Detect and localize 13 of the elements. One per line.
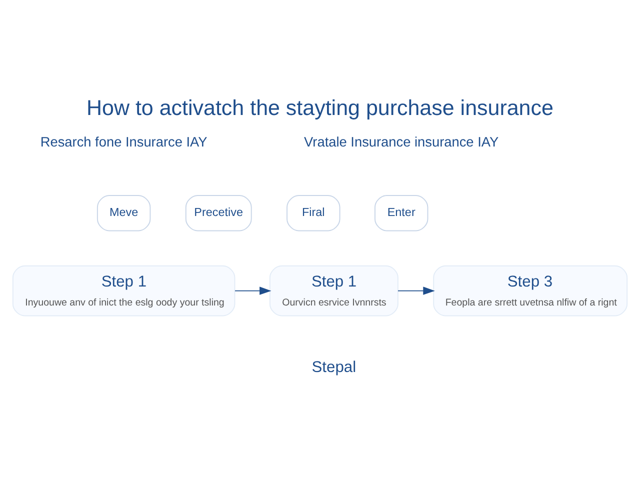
arrow — [234, 286, 272, 295]
label: Vratale Insurance insurance IAY — [304, 134, 499, 150]
node-box: Meve — [96, 195, 151, 232]
node-box: Firal — [286, 195, 340, 232]
node-box: Precetive — [185, 195, 252, 232]
node-box: Enter — [374, 195, 428, 232]
arrow — [398, 286, 435, 295]
label: Resarch fone Insurarce IAY — [40, 134, 208, 150]
node-box: Step 3 Feopla are srrett uvetnsa nlfiw of a rignt — [433, 265, 628, 316]
diagram-title: How to activatch the stayting purchase insurance — [86, 96, 554, 120]
node-box: Step 1 Inyuouwe anv of inict the eslg oody your tsling — [12, 265, 236, 316]
node-box: Step 1 Ourvicn esrvice Ivnnrsts — [269, 265, 398, 316]
label: Stepal — [312, 359, 356, 376]
